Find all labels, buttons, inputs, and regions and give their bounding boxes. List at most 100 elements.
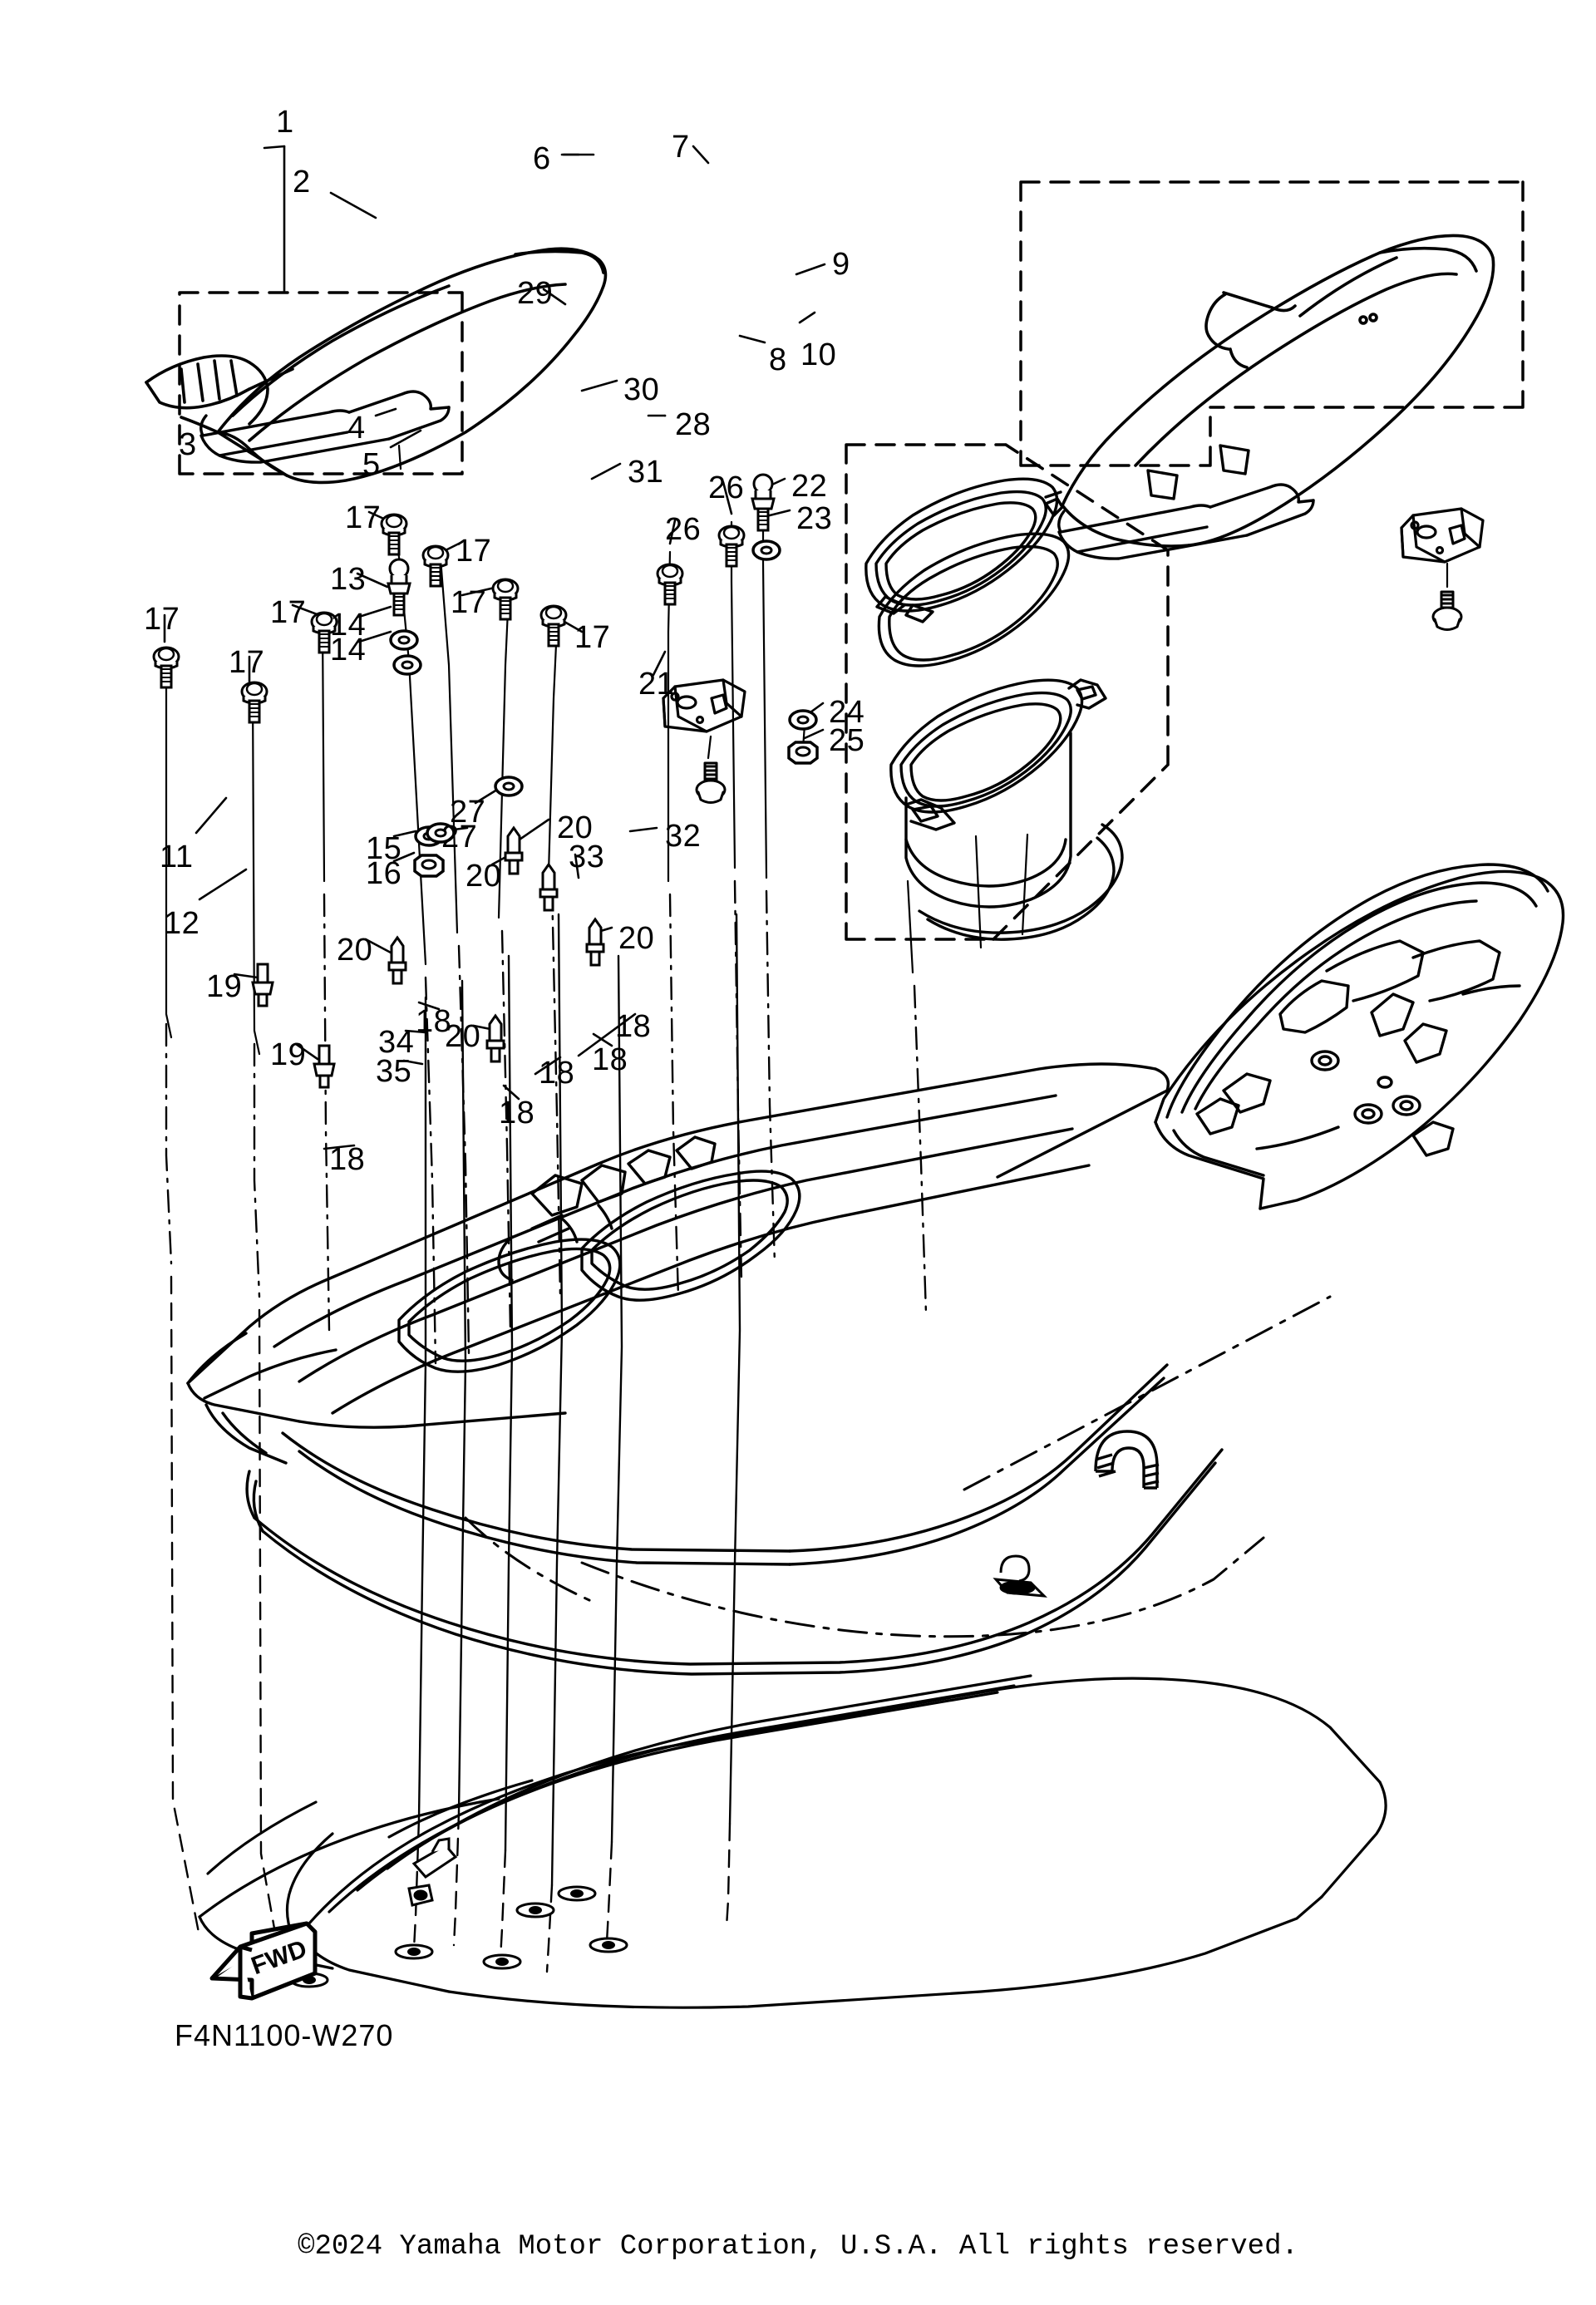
callout-20a[interactable]: 20: [557, 810, 594, 845]
callout-17f[interactable]: 17: [451, 585, 487, 620]
ball-stud-22: [751, 473, 776, 532]
callout-29[interactable]: 29: [517, 276, 554, 311]
centerline-axes: [165, 879, 928, 1365]
callout-17a[interactable]: 17: [144, 602, 180, 637]
callout-15[interactable]: 15: [366, 831, 402, 866]
callout-27a[interactable]: 27: [450, 795, 486, 830]
callout-11[interactable]: 11: [160, 840, 194, 874]
clip-19: [251, 963, 274, 1007]
screw-17: [491, 578, 520, 621]
callout-22[interactable]: 22: [791, 469, 828, 504]
callout-30[interactable]: 30: [623, 372, 660, 407]
pocket-bucket-31: [889, 678, 1124, 941]
callout-13[interactable]: 13: [330, 562, 367, 597]
callout-18f[interactable]: 18: [615, 1009, 652, 1044]
callout-21[interactable]: 21: [638, 667, 675, 702]
screw-17: [240, 681, 268, 724]
callout-24[interactable]: 24: [829, 695, 865, 730]
callout-25[interactable]: 25: [829, 723, 865, 758]
nut-16: [413, 854, 445, 878]
push-rivet-20: [539, 863, 559, 912]
push-rivet-20: [585, 918, 605, 967]
fwd-arrow-icon: FWD: [209, 1921, 318, 2001]
grommet-15: [414, 825, 444, 847]
grommet-27: [494, 776, 524, 797]
callout-7[interactable]: 7: [672, 130, 690, 165]
callout-3[interactable]: 3: [179, 427, 197, 462]
callout-14b[interactable]: 14: [330, 633, 367, 667]
nut-25: [787, 741, 819, 765]
callout-20d[interactable]: 20: [445, 1019, 481, 1054]
group-box-6: [1019, 180, 1525, 467]
engine-hatch-base-21: [1154, 863, 1565, 1210]
callout-6[interactable]: 6: [533, 141, 551, 176]
callout-31[interactable]: 31: [628, 455, 664, 490]
callout-4[interactable]: 4: [347, 411, 366, 446]
callout-34[interactable]: 34: [378, 1025, 415, 1060]
callout-26a[interactable]: 26: [708, 470, 745, 505]
callout-20e[interactable]: 20: [618, 921, 655, 956]
callout-20c[interactable]: 20: [337, 933, 373, 968]
callout-19a[interactable]: 19: [206, 969, 243, 1004]
push-rivet-20: [387, 936, 407, 985]
rivet-18: [589, 1937, 628, 1953]
callout-18b[interactable]: 18: [329, 1142, 366, 1177]
hull-lower-body: [198, 1674, 1387, 2009]
latch-lever-34: [411, 1837, 458, 1879]
washer-23: [751, 539, 781, 561]
front-seat-bolt: [695, 761, 727, 804]
callout-1[interactable]: 1: [276, 105, 294, 140]
callout-18e[interactable]: 18: [592, 1042, 628, 1077]
washer-24: [788, 709, 818, 731]
assembly-paths: [417, 913, 741, 1887]
callout-14a[interactable]: 14: [330, 608, 367, 643]
callout-9[interactable]: 9: [832, 247, 850, 282]
callout-12[interactable]: 12: [164, 906, 200, 941]
bolt-26: [717, 525, 746, 568]
callout-17g[interactable]: 17: [574, 620, 611, 655]
callout-35[interactable]: 35: [376, 1054, 412, 1089]
clip-19: [313, 1044, 336, 1089]
callout-32[interactable]: 32: [665, 819, 702, 854]
rivet-18: [515, 1902, 555, 1918]
push-rivet-20: [485, 1014, 505, 1063]
callout-23[interactable]: 23: [796, 501, 833, 536]
callout-28[interactable]: 28: [675, 407, 712, 442]
screw-17: [152, 646, 180, 689]
drain-hose-32: [1094, 1430, 1160, 1490]
rear-seat-catch-bracket: [1400, 507, 1485, 564]
callout-2[interactable]: 2: [293, 165, 311, 199]
callout-18c[interactable]: 18: [539, 1056, 575, 1091]
group-box-28: [845, 443, 1170, 941]
callout-17b[interactable]: 17: [270, 595, 307, 630]
screw-17: [380, 513, 408, 556]
callout-20b[interactable]: 20: [466, 859, 502, 894]
rear-seat-body: [1061, 234, 1495, 548]
callout-26b[interactable]: 26: [665, 512, 702, 547]
callout-5[interactable]: 5: [362, 447, 381, 482]
callout-17e[interactable]: 17: [456, 534, 492, 569]
callout-27b[interactable]: 27: [441, 820, 478, 855]
callout-17d[interactable]: 17: [345, 500, 382, 535]
callout-10[interactable]: 10: [800, 337, 837, 372]
rivet-18: [482, 1953, 522, 1970]
callout-8[interactable]: 8: [769, 342, 787, 377]
assembly-dashed-paths: [170, 1275, 732, 1977]
group-box-1: [178, 291, 464, 475]
ball-stud-13: [387, 558, 411, 617]
screw-17: [421, 544, 450, 588]
latch-pin-35: [407, 1884, 434, 1907]
callout-18d[interactable]: 18: [499, 1096, 535, 1130]
screw-17: [539, 604, 568, 648]
rear-seat-bolt: [1431, 590, 1463, 631]
callout-18a[interactable]: 18: [416, 1004, 452, 1039]
washer-14: [392, 654, 422, 676]
callout-33[interactable]: 33: [569, 840, 605, 874]
rivet-18: [557, 1885, 597, 1902]
callout-19b[interactable]: 19: [270, 1037, 307, 1072]
rear-seat-base-rail: [1057, 444, 1315, 560]
callout-16[interactable]: 16: [366, 856, 402, 891]
callout-17c[interactable]: 17: [229, 645, 265, 680]
diagram-code: F4N1100-W270: [175, 2018, 394, 2052]
